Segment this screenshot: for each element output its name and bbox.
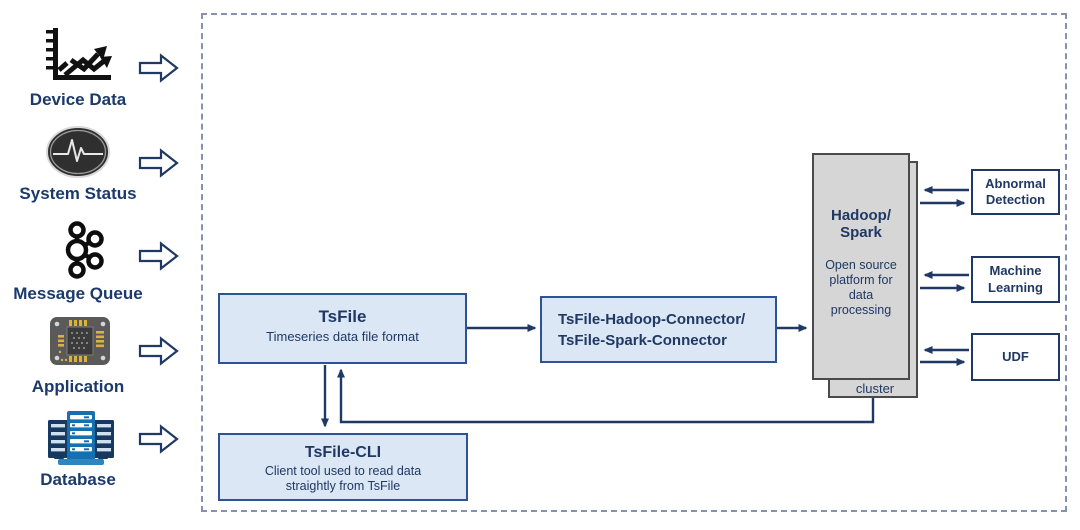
connector-box: TsFile-Hadoop-Connector/ TsFile-Spark-Co… <box>540 296 777 363</box>
connector-line1: TsFile-Hadoop-Connector/ <box>558 311 746 328</box>
flow-arrow-system-status <box>138 147 180 179</box>
udf-box: UDF <box>971 333 1060 381</box>
tsfile-box: TsFile Timeseries data file format <box>218 293 467 364</box>
source-label-message-queue: Message Queue <box>13 284 143 303</box>
tsfile-title: TsFile <box>318 307 367 326</box>
database-servers-icon <box>44 408 118 466</box>
flow-arrow-database <box>138 423 180 455</box>
message-queue-kafka-icon <box>55 218 105 282</box>
machine-learning-label: Machine Learning <box>988 263 1043 295</box>
source-label-application: Application <box>31 377 125 396</box>
platform-boundary <box>201 13 1067 512</box>
hadoop-spark-box: Hadoop/ Spark Open source platform for d… <box>812 153 910 380</box>
abnormal-detection-box: Abnormal Detection <box>971 169 1060 215</box>
cluster-label: cluster <box>855 381 895 396</box>
machine-learning-box: Machine Learning <box>971 256 1060 303</box>
chip-icon <box>48 314 112 368</box>
udf-label: UDF <box>1002 348 1029 364</box>
source-label-device-data: Device Data <box>29 90 127 109</box>
tsfile-cli-title: TsFile-CLI <box>304 444 382 461</box>
abnormal-detection-label: Abnormal Detection <box>985 175 1046 207</box>
source-label-database: Database <box>40 470 116 489</box>
tsfile-cli-box: TsFile-CLI Client tool used to read data… <box>218 433 468 501</box>
flow-arrow-device-data <box>138 52 180 84</box>
flow-arrow-message-queue <box>138 240 180 272</box>
tsfile-subtitle: Timeseries data file format <box>266 329 419 345</box>
hadoop-description: Open source platform for data processing <box>825 257 897 317</box>
flow-arrow-application <box>138 335 180 367</box>
line-chart-icon <box>38 25 116 87</box>
connector-line2: TsFile-Spark-Connector <box>558 332 727 349</box>
hadoop-title-line1: Hadoop/ <box>831 207 891 224</box>
source-label-system-status: System Status <box>19 184 137 203</box>
tsfile-cli-subtitle: Client tool used to read data straightly… <box>264 464 422 494</box>
pulse-monitor-icon <box>44 124 112 180</box>
hadoop-title-line2: Spark <box>840 224 882 242</box>
